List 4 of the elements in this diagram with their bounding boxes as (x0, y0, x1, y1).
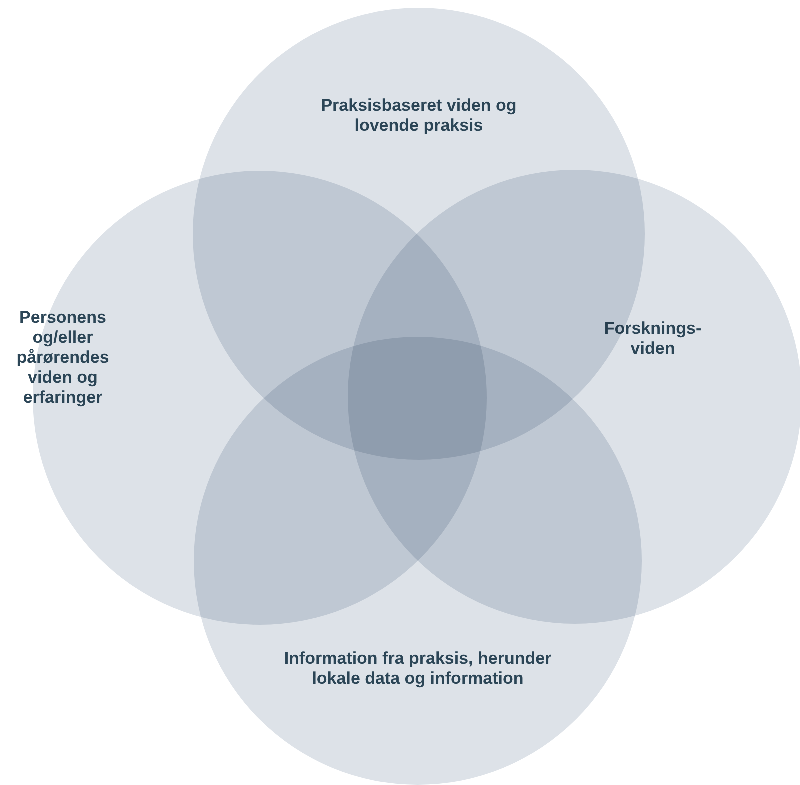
circle-label: Information fra praksis, herunder lokale data og information (283, 649, 553, 689)
circle-label: Personens og/eller pårørendes viden og erfaringer (16, 308, 110, 408)
circle-label: Praksisbaseret viden og lovende praksis (320, 96, 518, 136)
circle-label: Forsknings- viden (603, 319, 703, 359)
